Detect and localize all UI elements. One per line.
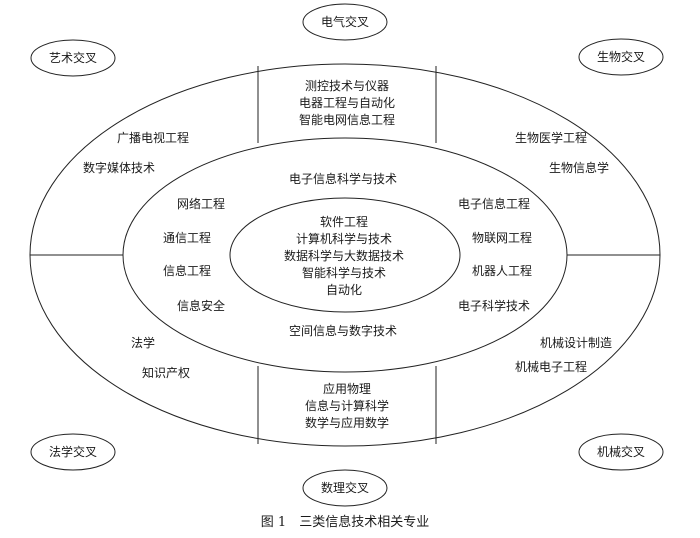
label-bottom: 数理交叉 xyxy=(321,480,369,495)
outer-lower-right-2: 机械电子工程 xyxy=(515,359,587,374)
outer-upper-left-1: 广播电视工程 xyxy=(117,130,189,145)
label-bottom-left: 法学交叉 xyxy=(49,444,97,459)
outer-top-2: 电器工程与自动化 xyxy=(299,95,395,110)
middle-right-2: 物联网工程 xyxy=(472,230,532,245)
middle-ellipse xyxy=(122,137,568,373)
oval-top-left xyxy=(30,39,116,77)
outer-lower-left-1: 法学 xyxy=(131,335,155,350)
outer-upper-right-1: 生物医学工程 xyxy=(515,130,587,145)
inner-ellipse xyxy=(229,197,461,313)
core-4: 智能科学与技术 xyxy=(302,265,386,280)
outer-upper-left-2: 数字媒体技术 xyxy=(83,160,155,175)
middle-left-2: 通信工程 xyxy=(163,230,211,245)
outer-lower-left-2: 知识产权 xyxy=(142,366,190,380)
middle-right-3: 机器人工程 xyxy=(472,263,532,278)
outer-top-3: 智能电网信息工程 xyxy=(299,112,395,127)
label-top: 电气交叉 xyxy=(321,14,369,29)
core-2: 计算机科学与技术 xyxy=(296,231,392,246)
middle-left-4: 信息安全 xyxy=(177,298,225,313)
outer-top-1: 测控技术与仪器 xyxy=(305,79,389,93)
oval-top xyxy=(302,3,388,41)
oval-top-right xyxy=(578,38,664,76)
oval-bottom-right xyxy=(578,433,664,471)
middle-left-1: 网络工程 xyxy=(177,196,225,211)
figure-caption: 图 1 三类信息技术相关专业 xyxy=(261,514,429,530)
label-top-right: 生物交叉 xyxy=(597,49,645,64)
middle-right-4: 电子科学技术 xyxy=(458,298,530,313)
outer-upper-right-2: 生物信息学 xyxy=(549,160,609,175)
label-top-left: 艺术交叉 xyxy=(49,50,97,65)
outer-bottom-1: 应用物理 xyxy=(323,381,371,396)
middle-left-3: 信息工程 xyxy=(163,263,211,278)
core-1: 软件工程 xyxy=(320,214,368,229)
core-3: 数据科学与大数据技术 xyxy=(284,248,404,263)
outer-bottom-3: 数学与应用数学 xyxy=(305,415,389,430)
outer-bottom-2: 信息与计算科学 xyxy=(305,398,389,413)
oval-bottom-left xyxy=(30,433,116,471)
outer-lower-right-1: 机械设计制造 xyxy=(540,335,612,350)
core-5: 自动化 xyxy=(326,283,362,297)
middle-bottom: 空间信息与数字技术 xyxy=(289,323,397,338)
middle-top: 电子信息科学与技术 xyxy=(289,171,397,186)
oval-bottom xyxy=(302,469,388,507)
middle-right-1: 电子信息工程 xyxy=(458,196,530,211)
label-bottom-right: 机械交叉 xyxy=(597,444,645,459)
